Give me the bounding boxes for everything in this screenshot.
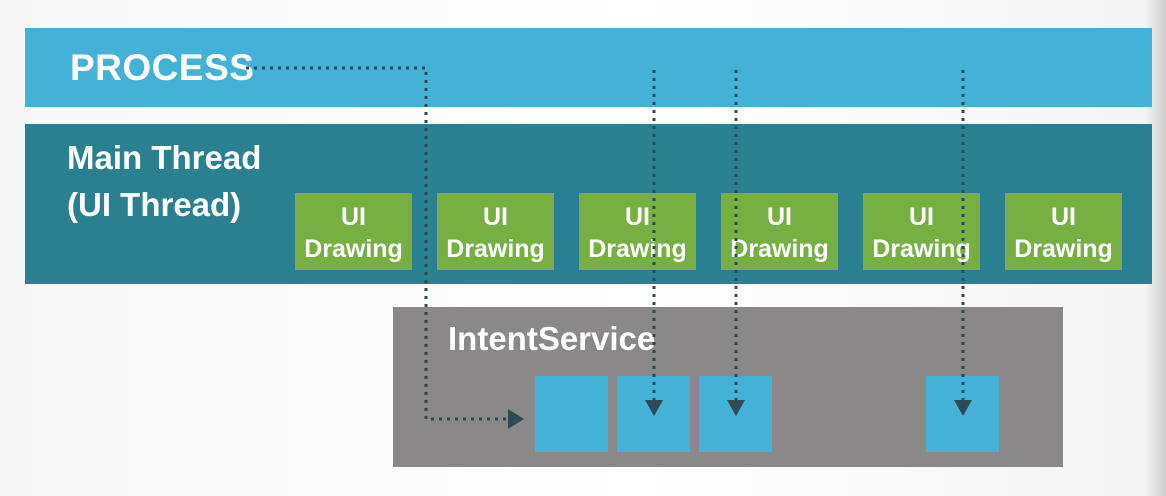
ui-drawing-line2: Drawing — [446, 234, 545, 263]
ui-drawing-line1: UI — [483, 202, 508, 231]
arrowhead-down-2 — [645, 400, 663, 416]
ui-drawing-line1: UI — [625, 202, 650, 231]
main-thread-label-line2: (UI Thread) — [67, 186, 242, 223]
arrowhead-right — [508, 409, 524, 429]
process-to-intent-arrow-line — [246, 66, 510, 421]
process-label: PROCESS — [70, 47, 255, 88]
ui-drawing-box-1: UI Drawing — [295, 193, 412, 270]
main-thread-label-line1: Main Thread — [67, 139, 262, 176]
ui-drawing-line2: Drawing — [304, 234, 403, 263]
ui-drawing-line1: UI — [767, 202, 792, 231]
process-band — [25, 28, 1152, 107]
ui-drawing-line1: UI — [1051, 202, 1076, 231]
ui-drawing-line2: Drawing — [730, 234, 829, 263]
ui-drawing-line2: Drawing — [872, 234, 971, 263]
ui-drawing-box-3: UI Drawing — [579, 193, 696, 270]
arrowhead-down-4 — [954, 400, 972, 416]
arrowhead-down-3 — [727, 400, 745, 416]
main-thread-label: Main Thread (UI Thread) — [67, 134, 261, 228]
ui-drawing-box-2: UI Drawing — [437, 193, 554, 270]
ui-drawing-line1: UI — [341, 202, 366, 231]
ui-drawing-box-4: UI Drawing — [721, 193, 838, 270]
ui-drawing-box-6: UI Drawing — [1005, 193, 1122, 270]
ui-drawing-line2: Drawing — [1014, 234, 1113, 263]
ui-drawing-line1: UI — [909, 202, 934, 231]
work-item-1 — [535, 376, 608, 452]
ui-drawing-line2: Drawing — [588, 234, 687, 263]
ui-drawing-box-5: UI Drawing — [863, 193, 980, 270]
intent-service-label: IntentService — [448, 320, 656, 357]
